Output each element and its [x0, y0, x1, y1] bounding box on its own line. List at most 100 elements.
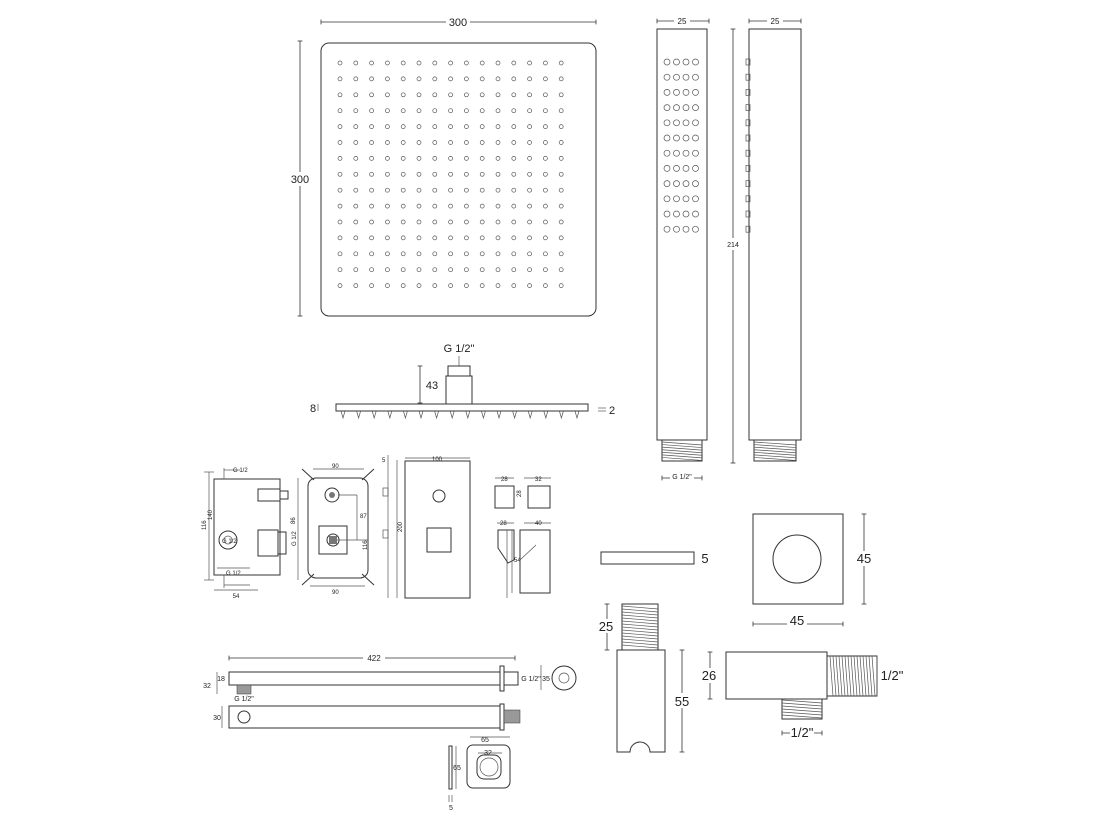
nozzle	[464, 171, 469, 177]
nozzle	[543, 156, 548, 161]
nozzle	[385, 235, 390, 241]
nozzle	[337, 267, 343, 273]
hand-nozzle	[673, 195, 680, 203]
nozzle	[416, 60, 422, 66]
nozzle	[353, 60, 359, 66]
nozzle	[543, 76, 548, 82]
hand-nozzle	[673, 104, 680, 111]
nozzle	[448, 203, 453, 209]
thread-line	[753, 441, 797, 446]
nozzle	[416, 203, 422, 209]
hand-nozzle	[663, 134, 671, 142]
side-nozzle	[418, 410, 424, 420]
nozzle	[400, 92, 406, 98]
side-nozzle	[527, 410, 533, 420]
hand-nozzle	[692, 225, 699, 233]
thread-line	[829, 655, 834, 697]
nozzle	[369, 124, 374, 129]
nozzle	[558, 251, 564, 257]
nozzle	[337, 235, 343, 241]
hand-nozzle	[692, 149, 699, 157]
nozzle	[495, 267, 501, 273]
trim-height-label: 200	[398, 521, 404, 532]
nozzle	[416, 267, 422, 273]
nozzle	[543, 108, 548, 114]
side-slot	[745, 73, 751, 81]
hand-nozzle	[682, 58, 690, 66]
nozzle	[369, 203, 374, 209]
arm-offset-label: 32	[203, 683, 211, 690]
nozzle	[464, 283, 469, 288]
hand-nozzle	[682, 134, 690, 142]
arm-length-label: 422	[367, 654, 381, 663]
nozzle	[400, 76, 406, 82]
nozzle	[495, 283, 501, 288]
hand-nozzle	[673, 58, 680, 66]
hand-nozzle	[663, 180, 671, 187]
thread-line	[871, 655, 876, 697]
valve-label-3: G 1/2	[226, 571, 241, 577]
nozzle	[527, 235, 532, 241]
wall-bracket: 65 32 65 5	[448, 736, 511, 812]
thread-line	[661, 449, 703, 454]
head-edge-label: 2	[609, 405, 615, 417]
nozzle	[353, 203, 359, 209]
nozzle	[385, 171, 390, 177]
nozzle	[369, 235, 374, 241]
nozzle	[337, 219, 343, 225]
thread-line	[853, 655, 858, 697]
nozzle	[495, 140, 501, 145]
nozzle	[479, 156, 485, 161]
hand-nozzle	[692, 58, 699, 66]
thread-line	[753, 449, 797, 454]
valve-label-6: 140	[208, 509, 214, 520]
hand-nozzle	[692, 195, 699, 203]
side-nozzle	[434, 410, 439, 420]
nozzle	[416, 124, 422, 129]
nozzle	[543, 92, 548, 98]
nozzle	[464, 60, 469, 66]
head-width-label: 300	[449, 17, 467, 29]
nozzle	[432, 251, 438, 257]
hand-nozzle	[682, 73, 690, 81]
hand-nozzle	[663, 149, 671, 157]
thread-line	[850, 655, 855, 697]
hand-nozzle	[692, 89, 699, 96]
side-slot	[745, 210, 751, 218]
side-slot	[745, 58, 751, 66]
thread-line	[621, 608, 659, 613]
nozzle	[432, 219, 438, 225]
thread-line	[781, 714, 823, 719]
nozzle	[385, 219, 390, 225]
hand-side-width-label: 25	[771, 17, 780, 26]
nozzle	[369, 251, 374, 257]
hand-nozzle	[663, 89, 671, 96]
handle-f-label: 54	[514, 558, 521, 564]
hand-nozzle	[663, 195, 671, 203]
side-nozzle	[559, 410, 564, 420]
nozzle	[448, 219, 453, 225]
nozzle	[511, 76, 517, 82]
thread-line	[621, 641, 659, 646]
nozzle	[353, 171, 359, 177]
arm-width-label: 30	[213, 715, 221, 722]
nozzle	[464, 235, 469, 241]
hand-nozzle	[673, 225, 680, 233]
hand-nozzle	[673, 165, 680, 172]
thread-line	[844, 655, 849, 697]
head-thickness-label: 8	[310, 403, 316, 415]
nozzle	[353, 140, 359, 145]
nozzle	[432, 283, 438, 288]
nozzle	[369, 76, 374, 82]
nozzle	[337, 92, 343, 98]
thread-line	[753, 457, 797, 461]
nozzle	[464, 140, 469, 145]
side-nozzle	[403, 410, 408, 420]
nozzle	[479, 219, 485, 225]
nozzle	[416, 251, 422, 257]
nozzle	[432, 267, 438, 273]
nozzle	[511, 156, 517, 161]
nozzle	[369, 171, 374, 177]
square-flange-side: 5	[600, 551, 709, 566]
elbow-thread-right	[829, 655, 876, 697]
